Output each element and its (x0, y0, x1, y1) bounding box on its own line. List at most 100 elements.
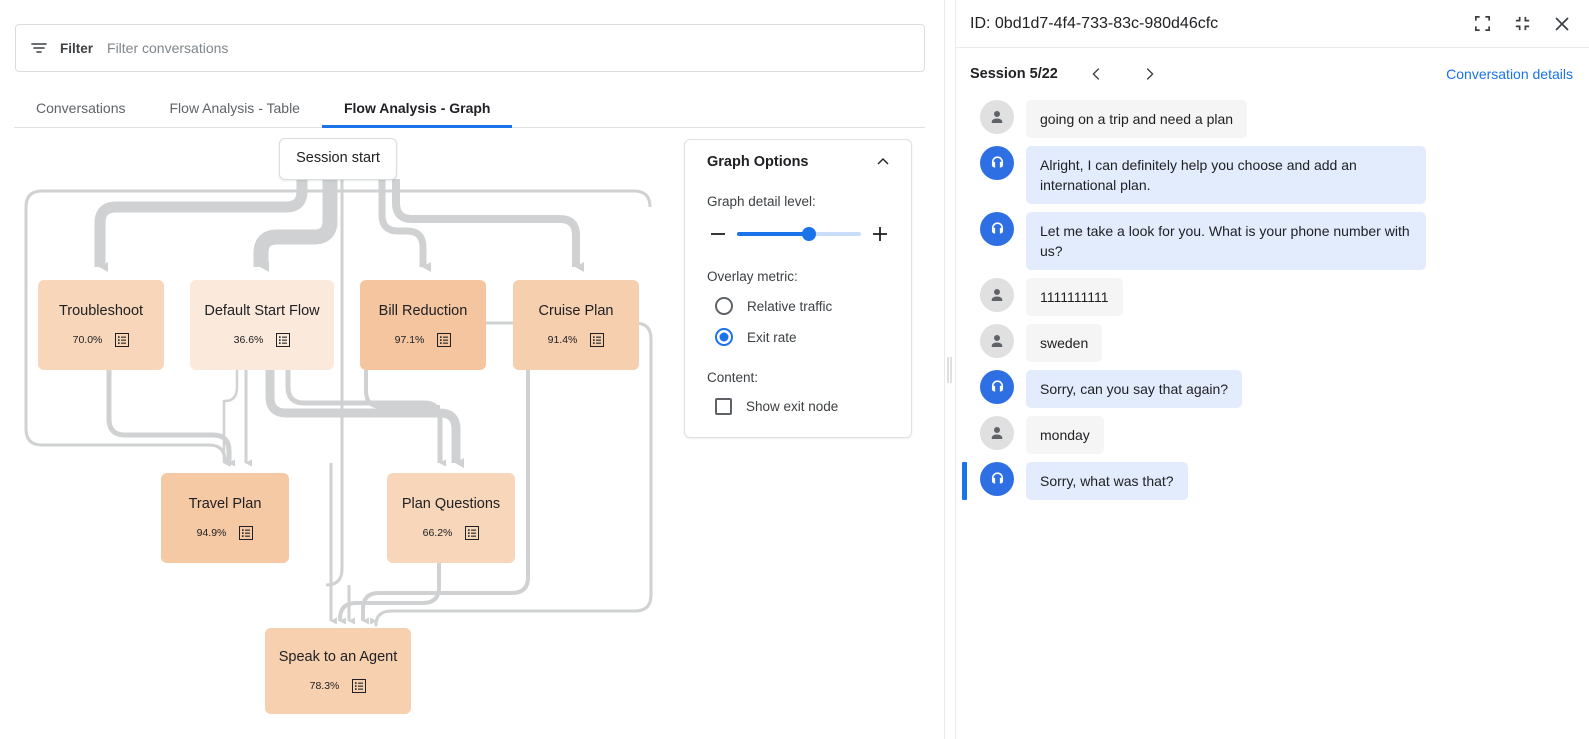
user-avatar-icon (980, 100, 1014, 134)
radio-label: Relative traffic (747, 298, 833, 314)
message-bubble: monday (1026, 416, 1104, 454)
message-row: going on a trip and need a plan (970, 100, 1575, 138)
agent-avatar-icon (980, 370, 1014, 404)
graph-node-exit-rate: 66.2% (422, 527, 453, 540)
graph-node-label: Speak to an Agent (278, 648, 398, 665)
graph-node-meta: 78.3% (309, 679, 367, 694)
pane-splitter[interactable] (944, 0, 956, 739)
graph-options-title: Graph Options (707, 154, 809, 170)
filter-bar[interactable]: Filter (15, 24, 925, 72)
radio-exit-rate[interactable]: Exit rate (707, 328, 891, 346)
plus-icon[interactable] (869, 223, 891, 245)
list-detail-icon[interactable] (352, 679, 367, 694)
graph-detail-level-slider[interactable] (737, 227, 861, 241)
conversation-id: ID: 0bd1d7-4f4-733-83c-980d46cfc (970, 14, 1219, 32)
message-row: 1111111111 (970, 278, 1575, 316)
graph-node-exit-rate: 36.6% (233, 334, 264, 347)
graph-detail-level-label: Graph detail level: (707, 194, 816, 209)
checkbox-label: Show exit node (746, 399, 839, 414)
message-row: Sorry, can you say that again? (970, 370, 1575, 408)
graph-node-exit-rate: 78.3% (309, 680, 340, 693)
graph-node-travel-plan[interactable]: Travel Plan 94.9% (161, 473, 289, 563)
message-row: Alright, I can definitely help you choos… (970, 146, 1575, 204)
graph-node-label: Session start (296, 150, 380, 167)
graph-node-session-start[interactable]: Session start (279, 138, 397, 180)
list-detail-icon[interactable] (465, 526, 480, 541)
tab-conversations[interactable]: Conversations (36, 99, 126, 116)
tab-flow-analysis-table[interactable]: Flow Analysis - Table (169, 99, 300, 116)
graph-node-exit-rate: 97.1% (394, 334, 425, 347)
close-icon[interactable] (1549, 11, 1575, 37)
graph-node-label: Default Start Flow (204, 302, 320, 319)
agent-avatar-icon (980, 146, 1014, 180)
graph-node-label: Cruise Plan (538, 302, 614, 319)
flow-graph-canvas[interactable]: Session start Troubleshoot 70.0% Default… (0, 129, 944, 739)
list-detail-icon[interactable] (276, 333, 291, 348)
flow-analysis-pane: Filter Conversations Flow Analysis - Tab… (0, 0, 944, 739)
graph-node-meta: 94.9% (197, 526, 254, 541)
filter-label: Filter (60, 40, 94, 56)
radio-button-unchecked-icon[interactable] (715, 297, 733, 315)
user-avatar-icon (980, 416, 1014, 450)
slider-fill (737, 232, 809, 236)
agent-avatar-icon (980, 212, 1014, 246)
message-bubble: sweden (1026, 324, 1103, 362)
graph-node-default-start-flow[interactable]: Default Start Flow 36.6% (190, 280, 334, 370)
graph-options-panel: Graph Options Graph detail level: (684, 139, 912, 438)
list-detail-icon[interactable] (437, 333, 452, 348)
checkbox-unchecked-icon[interactable] (715, 398, 732, 415)
chevron-right-icon[interactable] (1136, 61, 1162, 87)
session-navigation: Session 5/22 Conversation details (956, 48, 1589, 100)
graph-node-exit-rate: 91.4% (547, 334, 578, 347)
conversation-details-link[interactable]: Conversation details (1446, 66, 1573, 82)
checkbox-show-exit-node[interactable]: Show exit node (707, 398, 891, 415)
graph-node-plan-questions[interactable]: Plan Questions 66.2% (387, 473, 515, 563)
message-row: Let me take a look for you. What is your… (970, 212, 1575, 270)
radio-relative-traffic[interactable]: Relative traffic (707, 297, 891, 315)
list-detail-icon[interactable] (239, 526, 254, 541)
radio-button-checked-icon[interactable] (715, 328, 733, 346)
overlay-metric-label: Overlay metric: (707, 269, 798, 284)
graph-node-troubleshoot[interactable]: Troubleshoot 70.0% (38, 280, 164, 370)
minus-icon[interactable] (707, 223, 729, 245)
radio-label: Exit rate (747, 329, 797, 345)
graph-node-meta: 70.0% (72, 333, 130, 348)
message-row: sweden (970, 324, 1575, 362)
user-avatar-icon (980, 324, 1014, 358)
graph-node-speak-to-an-agent[interactable]: Speak to an Agent 78.3% (265, 628, 411, 714)
splitter-drag-handle[interactable] (947, 356, 953, 383)
graph-node-exit-rate: 70.0% (72, 334, 103, 347)
tab-flow-analysis-graph[interactable]: Flow Analysis - Graph (321, 88, 513, 128)
chevron-up-icon[interactable] (875, 154, 891, 170)
message-row-highlighted: Sorry, what was that? (962, 462, 1575, 500)
filter-icon (30, 39, 48, 57)
message-bubble: 1111111111 (1026, 278, 1123, 316)
graph-node-cruise-plan[interactable]: Cruise Plan 91.4% (513, 280, 639, 370)
content-label: Content: (707, 370, 759, 385)
graph-node-meta: 97.1% (394, 333, 452, 348)
graph-node-bill-reduction[interactable]: Bill Reduction 97.1% (360, 280, 486, 370)
message-bubble: Alright, I can definitely help you choos… (1026, 146, 1426, 204)
graph-options-header: Graph Options (707, 154, 891, 170)
graph-node-label: Travel Plan (188, 495, 262, 512)
filter-input[interactable] (107, 40, 910, 56)
conversation-pane: ID: 0bd1d7-4f4-733-83c-980d46cfc Session… (956, 0, 1589, 739)
message-bubble: going on a trip and need a plan (1026, 100, 1248, 138)
list-detail-icon[interactable] (115, 333, 130, 348)
list-detail-icon[interactable] (590, 333, 605, 348)
message-list: going on a trip and need a plan Alright,… (956, 100, 1589, 500)
message-bubble: Sorry, what was that? (1026, 462, 1188, 500)
fullscreen-expand-icon[interactable] (1469, 11, 1495, 37)
conversation-header: ID: 0bd1d7-4f4-733-83c-980d46cfc (956, 0, 1589, 48)
slider-thumb[interactable] (801, 227, 816, 241)
graph-node-label: Bill Reduction (378, 302, 468, 319)
message-row: monday (970, 416, 1575, 454)
graph-node-meta: 36.6% (233, 333, 291, 348)
tab-bar: Conversations Flow Analysis - Table Flow… (14, 88, 925, 128)
chevron-left-icon[interactable] (1084, 61, 1110, 87)
message-bubble: Sorry, can you say that again? (1026, 370, 1243, 408)
fullscreen-collapse-icon[interactable] (1509, 11, 1535, 37)
user-avatar-icon (980, 278, 1014, 312)
graph-node-meta: 91.4% (547, 333, 605, 348)
